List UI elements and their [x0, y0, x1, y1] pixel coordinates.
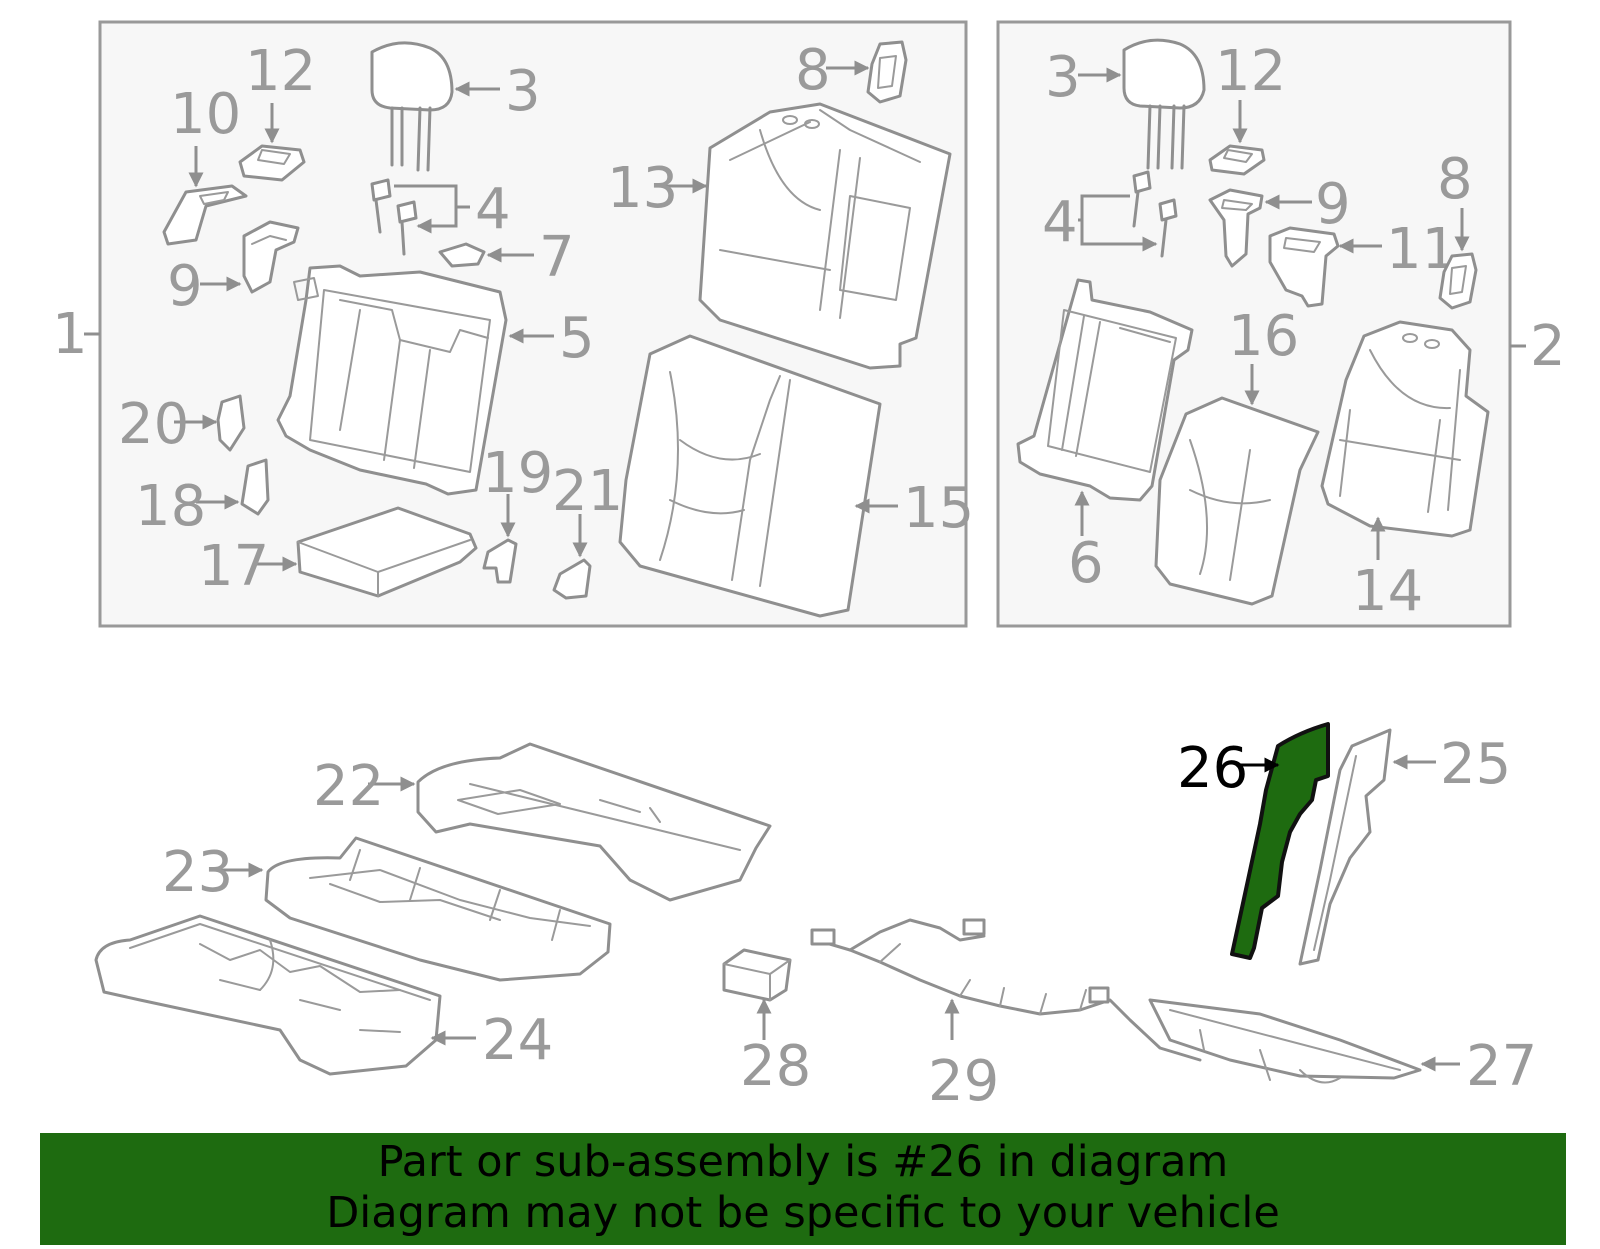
callout-24: 24: [482, 1008, 553, 1073]
bezel-part-11: 11: [1268, 217, 1457, 308]
cushion-cover-part-22: 22: [313, 742, 772, 902]
callout-13: 13: [607, 156, 678, 221]
info-banner: Part or sub-assembly is #26 in diagram D…: [40, 1133, 1566, 1245]
seatback-frame-part-6: 6: [1016, 278, 1194, 596]
side-panel-part-25: 25: [1298, 728, 1511, 966]
guide-part-8-left: 8: [795, 38, 908, 104]
callout-7: 7: [539, 225, 575, 290]
seatback-cover-part-15: 15: [618, 334, 974, 618]
callout-4-left: 4: [475, 177, 511, 242]
callout-3-left: 3: [505, 59, 541, 124]
wiring-harness-part-29: 29: [810, 918, 1202, 1114]
callout-23: 23: [162, 840, 233, 905]
callout-10: 10: [170, 82, 241, 147]
callout-12-left: 12: [245, 39, 316, 104]
module-part-28: 28: [722, 948, 811, 1099]
seatback-cover-part-13: 13: [607, 102, 952, 370]
bracket-part-19: 19: [482, 441, 553, 584]
callout-8-left: 8: [795, 38, 831, 103]
bracket-part-18: 18: [135, 458, 270, 539]
bracket-part-21: 21: [552, 459, 623, 600]
callout-21: 21: [552, 459, 623, 524]
bolts-part-4-right: 4: [1042, 170, 1178, 258]
guide-part-8-right: 8: [1437, 147, 1478, 310]
callout-18: 18: [135, 474, 206, 539]
callout-16: 16: [1228, 304, 1299, 369]
callout-9-right: 9: [1315, 172, 1351, 237]
latch-cover-part-12-right: 12: [1208, 39, 1286, 176]
callout-5: 5: [559, 306, 595, 371]
bezel-part-9-left: 9: [167, 220, 300, 319]
callout-4-right: 4: [1042, 190, 1078, 255]
callout-29: 29: [928, 1049, 999, 1114]
group-label-1: 1: [52, 302, 88, 367]
seatback-frame-part-5: 5: [276, 264, 595, 496]
callout-22: 22: [313, 754, 384, 819]
callout-25: 25: [1440, 732, 1511, 797]
pad-part-17: 17: [198, 506, 478, 599]
banner-line-2: Diagram may not be specific to your vehi…: [326, 1188, 1280, 1238]
callout-26: 26: [1177, 736, 1248, 801]
panel-part-27: 27: [1148, 998, 1537, 1099]
callout-17: 17: [198, 534, 269, 599]
headrest-part-3: 3: [370, 41, 541, 172]
seatback-cover-part-16: 16: [1154, 304, 1320, 606]
cushion-frame-part-24: 24: [94, 914, 553, 1076]
bezel-part-9-right: 9: [1208, 172, 1351, 268]
cap-part-7: 7: [438, 225, 575, 290]
cushion-pad-part-23: 23: [162, 836, 612, 982]
callout-14: 14: [1352, 559, 1423, 624]
callout-19: 19: [482, 441, 553, 506]
callout-20: 20: [118, 392, 189, 457]
callout-9-left: 9: [167, 254, 203, 319]
clip-part-20: 20: [118, 392, 246, 457]
seatback-cover-part-14: 14: [1320, 320, 1490, 624]
callout-3-right: 3: [1045, 45, 1081, 110]
bezel-part-10: 10: [162, 82, 248, 246]
callout-27: 27: [1466, 1034, 1537, 1099]
bolts-part-4-left: 4: [370, 177, 511, 256]
banner-line-1: Part or sub-assembly is #26 in diagram: [377, 1137, 1229, 1187]
callout-15: 15: [903, 476, 974, 541]
group-label-2: 2: [1530, 314, 1566, 379]
highlighted-part-26: 26: [1177, 722, 1330, 960]
headrest-part-3-right: 3: [1045, 38, 1206, 170]
callout-8-right: 8: [1437, 147, 1473, 212]
latch-cover-part-12: 12: [238, 39, 316, 182]
callout-28: 28: [740, 1034, 811, 1099]
callout-6: 6: [1068, 531, 1104, 596]
callout-12-right: 12: [1215, 39, 1286, 104]
